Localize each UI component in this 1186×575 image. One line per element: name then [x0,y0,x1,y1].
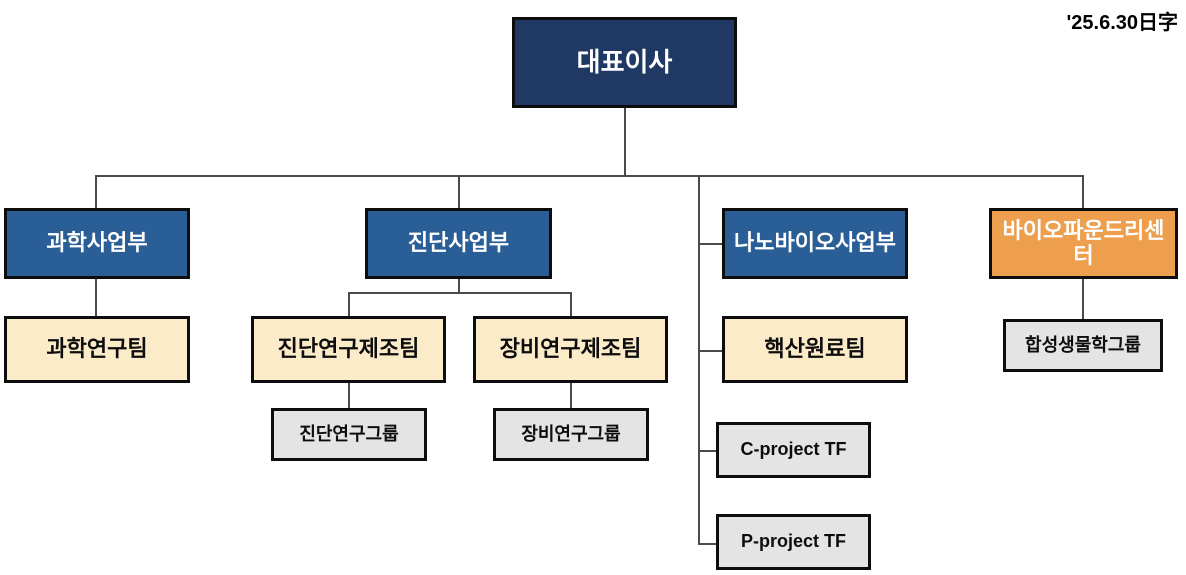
node-division-diagnostics-label: 진단사업부 [407,230,510,256]
node-tf-c-project-label: C-project TF [740,439,847,460]
node-tf-c-project[interactable]: C-project TF [716,422,871,478]
date-stamp: '25.6.30日字 [1066,12,1178,34]
connector-stub-tf-c [698,450,716,452]
node-tf-p-project[interactable]: P-project TF [716,514,871,570]
node-division-nanobio-label: 나노바이오사업부 [734,230,896,256]
node-team-equipment-mfg[interactable]: 장비연구제조팀 [473,316,668,383]
node-center-biofoundry-label: 바이오파운드리센터 [1002,218,1165,268]
connector-team-diag-to-group [348,383,350,408]
node-team-diagnostic-mfg-label: 진단연구제조팀 [277,336,420,362]
connector-div2-stem [458,279,460,293]
connector-drop-division-4 [1082,175,1084,208]
node-team-nucleic-material-label: 핵산원료팀 [764,336,866,362]
node-team-science-research[interactable]: 과학연구팀 [4,316,190,383]
connector-drop-division-2 [458,175,460,208]
connector-drop-team-equip [570,292,572,316]
connector-div1-to-team1 [95,279,97,316]
node-group-synthetic-biology-label: 합성생물학그룹 [1025,334,1141,355]
connector-stub-division-3 [698,243,722,245]
node-group-equipment-research-label: 장비연구그룹 [521,423,621,444]
node-center-biofoundry[interactable]: 바이오파운드리센터 [989,208,1178,279]
node-division-science-label: 과학사업부 [46,230,148,256]
node-group-diagnostic-research-label: 진단연구그룹 [299,423,399,444]
connector-team-equip-to-group [570,383,572,408]
node-division-nanobio[interactable]: 나노바이오사업부 [722,208,908,279]
node-group-synthetic-biology[interactable]: 합성생물학그룹 [1003,319,1163,372]
node-team-equipment-mfg-label: 장비연구제조팀 [499,336,642,362]
connector-drop-team-diag [348,292,350,316]
node-group-equipment-research[interactable]: 장비연구그룹 [493,408,649,461]
node-team-diagnostic-mfg[interactable]: 진단연구제조팀 [251,316,446,383]
node-ceo[interactable]: 대표이사 [512,17,737,108]
connector-main-bus [95,175,1083,177]
node-team-nucleic-material[interactable]: 핵산원료팀 [722,316,908,383]
node-tf-p-project-label: P-project TF [740,531,846,552]
connector-div4-to-group [1082,279,1084,319]
connector-root-stem [624,108,626,176]
node-team-science-research-label: 과학연구팀 [46,336,148,362]
connector-stub-tf-p [698,543,716,545]
connector-div2-bus [348,292,571,294]
connector-spine-division-3 [698,175,700,544]
node-ceo-label: 대표이사 [576,47,673,78]
node-division-diagnostics[interactable]: 진단사업부 [365,208,552,279]
connector-stub-team-nucleic [698,350,722,352]
connector-drop-division-1 [95,175,97,208]
node-division-science[interactable]: 과학사업부 [4,208,190,279]
node-group-diagnostic-research[interactable]: 진단연구그룹 [271,408,427,461]
